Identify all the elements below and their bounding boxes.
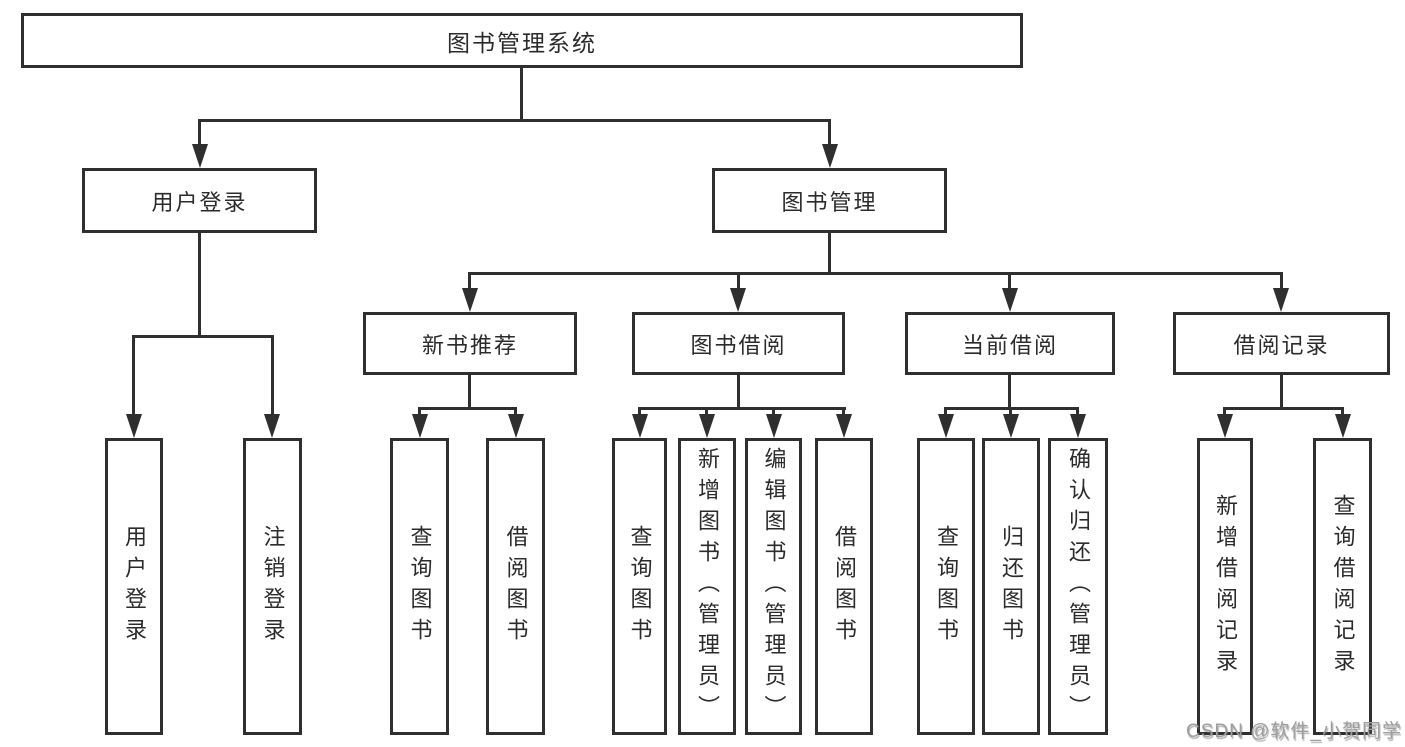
leaf-query-borrow-record: 查询借阅记录	[1313, 438, 1372, 735]
connector-line	[737, 375, 740, 409]
connector-line	[418, 407, 517, 410]
leaf-current-query-book: 查询图书	[917, 438, 975, 735]
arrowhead-down-icon	[412, 414, 428, 438]
connector-line	[842, 407, 845, 419]
connector-line	[1008, 375, 1011, 409]
connector-line	[1009, 407, 1012, 419]
arrowhead-down-icon	[192, 144, 208, 168]
arrowhead-down-icon	[730, 288, 746, 312]
arrowhead-down-icon	[836, 414, 852, 438]
arrowhead-down-icon	[1217, 414, 1233, 438]
node-new-book-recommend: 新书推荐	[363, 312, 577, 375]
connector-line	[772, 407, 775, 419]
leaf-return-book: 归还图书	[982, 438, 1040, 735]
connector-line	[1223, 407, 1226, 419]
connector-line	[468, 272, 471, 292]
connector-line	[1223, 407, 1344, 410]
leaf-borrow-query-book-label: 查询图书	[627, 524, 653, 649]
arrowhead-down-icon	[462, 288, 478, 312]
leaf-logout-label: 注销登录	[260, 524, 286, 649]
connector-line	[132, 335, 274, 338]
connector-line	[468, 272, 1283, 275]
leaf-add-borrow-record-label: 新增借阅记录	[1213, 493, 1238, 680]
node-user-login: 用户登录	[82, 168, 317, 233]
arrowhead-down-icon	[508, 414, 524, 438]
connector-line	[737, 272, 740, 292]
connector-line	[132, 335, 135, 418]
arrowhead-down-icon	[1002, 288, 1018, 312]
arrowhead-down-icon	[126, 414, 142, 438]
leaf-newbook-borrow-book-label: 借阅图书	[503, 524, 529, 649]
node-borrow-record: 借阅记录	[1173, 312, 1390, 375]
connector-line	[468, 375, 471, 409]
arrowhead-down-icon	[1335, 414, 1351, 438]
connector-line	[1280, 272, 1283, 292]
leaf-user-login-label: 用户登录	[122, 524, 147, 649]
node-book-management: 图书管理	[712, 168, 947, 233]
node-book-borrow: 图书借阅	[632, 312, 845, 375]
connector-line	[514, 407, 517, 419]
node-current-borrow: 当前借阅	[905, 312, 1115, 375]
connector-line	[198, 119, 201, 148]
csdn-watermark: CSDN @软件_小贺同学	[1186, 721, 1402, 742]
leaf-edit-book-admin-label: 编辑图书（管理员）	[761, 447, 787, 726]
leaf-query-borrow-record-label: 查询借阅记录	[1330, 493, 1356, 680]
arrowhead-down-icon	[632, 414, 648, 438]
connector-line	[944, 407, 947, 419]
connector-line	[828, 119, 831, 148]
connector-line	[705, 407, 708, 419]
leaf-add-book-admin-label: 新增图书（管理员）	[695, 447, 720, 726]
leaf-add-borrow-record: 新增借阅记录	[1197, 438, 1253, 735]
connector-line	[828, 233, 831, 274]
leaf-add-book-admin: 新增图书（管理员）	[678, 438, 736, 735]
leaf-logout: 注销登录	[243, 438, 302, 735]
leaf-borrow-borrow-book-label: 借阅图书	[832, 524, 857, 649]
arrowhead-down-icon	[938, 414, 954, 438]
arrowhead-down-icon	[1070, 414, 1086, 438]
connector-line	[418, 407, 421, 419]
arrowhead-down-icon	[1003, 414, 1019, 438]
leaf-user-login: 用户登录	[105, 438, 163, 735]
leaf-edit-book-admin: 编辑图书（管理员）	[745, 438, 802, 735]
connector-line	[271, 335, 274, 418]
connector-line	[1008, 272, 1011, 292]
connector-line	[638, 407, 846, 410]
connector-line	[1341, 407, 1344, 419]
leaf-borrow-query-book: 查询图书	[612, 438, 667, 735]
leaf-borrow-borrow-book: 借阅图书	[815, 438, 873, 735]
connector-line	[1280, 375, 1283, 409]
connector-line	[520, 68, 523, 119]
arrowhead-down-icon	[766, 414, 782, 438]
leaf-confirm-return-admin-label: 确认归还（管理员）	[1066, 447, 1091, 726]
connector-line	[198, 233, 201, 337]
arrowhead-down-icon	[1273, 288, 1289, 312]
leaf-current-query-book-label: 查询图书	[934, 524, 959, 649]
connector-line	[198, 119, 831, 122]
arrowhead-down-icon	[264, 414, 280, 438]
connector-line	[1076, 407, 1079, 419]
leaf-confirm-return-admin: 确认归还（管理员）	[1048, 438, 1108, 735]
leaf-return-book-label: 归还图书	[999, 524, 1024, 649]
arrowhead-down-icon	[699, 414, 715, 438]
connector-line	[638, 407, 641, 419]
leaf-newbook-borrow-book: 借阅图书	[486, 438, 545, 735]
leaf-newbook-query-book-label: 查询图书	[407, 524, 433, 649]
node-library-management-system: 图书管理系统	[21, 13, 1023, 68]
arrowhead-down-icon	[822, 144, 838, 168]
leaf-newbook-query-book: 查询图书	[390, 438, 449, 735]
